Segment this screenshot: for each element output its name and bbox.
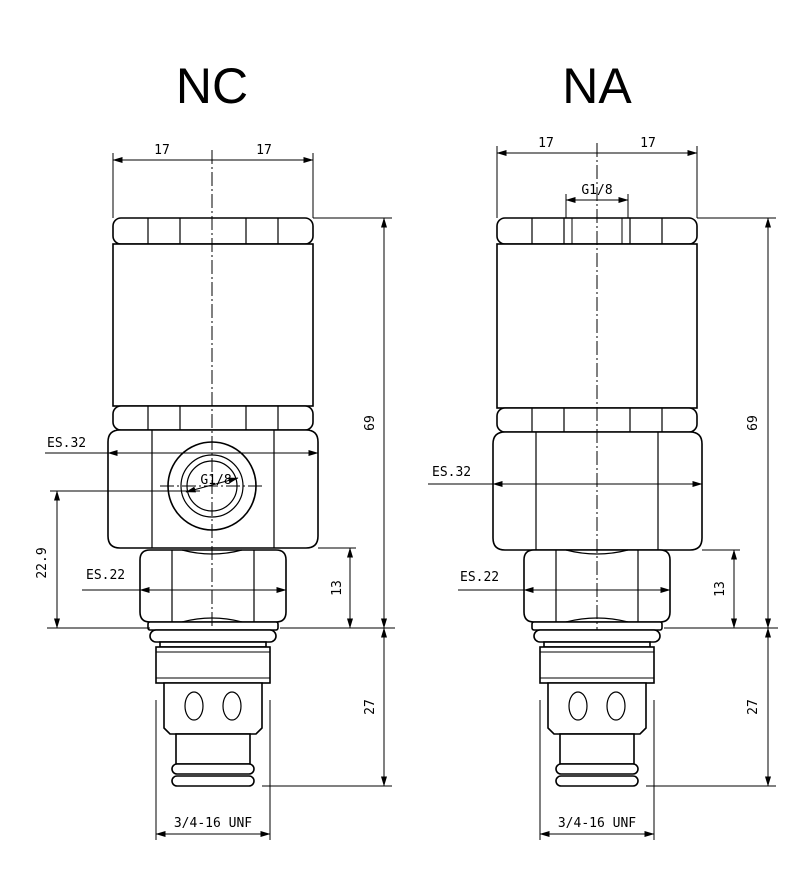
nc-dim-es22: ES.22 [82, 568, 287, 593]
nc-label-thread: 3/4-16 UNF [174, 816, 252, 831]
na-dim-13: 13 [664, 549, 778, 629]
nc-label-22-9: 22.9 [35, 547, 50, 578]
na-dim-27: 27 [646, 627, 776, 787]
nc-width-dimension: 17 17 [112, 143, 314, 218]
nc-dim-69: 69 [313, 217, 392, 629]
nc-label-27: 27 [363, 699, 378, 715]
nc-dim-half-left: 17 [154, 143, 170, 158]
na-cartridge [531, 621, 663, 787]
nc-label-13: 13 [330, 580, 345, 596]
na-title: NA [562, 58, 632, 114]
nc-hex-32 [107, 429, 319, 549]
nc-top-nut [112, 217, 314, 245]
na-label-13: 13 [713, 581, 728, 597]
na-dim-es22: ES.22 [458, 570, 671, 593]
nc-dim-27: 27 [262, 627, 392, 787]
nc-label-es22: ES.22 [86, 568, 125, 583]
nc-label-69: 69 [363, 415, 378, 431]
nc-hex-22 [139, 549, 287, 623]
nc-dim-es32: ES.32 [45, 436, 319, 456]
nc-dim-half-right: 17 [256, 143, 272, 158]
nc-label-port: G1/8 [200, 473, 231, 488]
na-label-thread: 3/4-16 UNF [558, 816, 636, 831]
nc-label-es32: ES.32 [47, 436, 86, 451]
nc-dim-thread: 3/4-16 UNF [155, 700, 271, 840]
na-dim-69: 69 [697, 217, 776, 629]
na-label-es22: ES.22 [460, 570, 499, 585]
na-dim-thread: 3/4-16 UNF [539, 700, 655, 840]
nc-cartridge [147, 621, 279, 787]
na-label-27: 27 [746, 699, 761, 715]
na-label-es32: ES.32 [432, 465, 471, 480]
na-dim-es32: ES.32 [428, 465, 703, 487]
na-view: NA 17 17 G1/8 [428, 58, 778, 840]
nc-lower-nut [112, 405, 314, 431]
nc-dim-22-9: 22.9 [35, 490, 200, 629]
na-label-69: 69 [746, 415, 761, 431]
nc-title: NC [176, 58, 248, 114]
nc-coil-body [112, 243, 314, 407]
na-dim-half-right: 17 [640, 136, 656, 151]
nc-view: NC 17 17 [35, 58, 395, 840]
na-dim-half-left: 17 [538, 136, 554, 151]
nc-dim-13: 13 [280, 547, 395, 629]
